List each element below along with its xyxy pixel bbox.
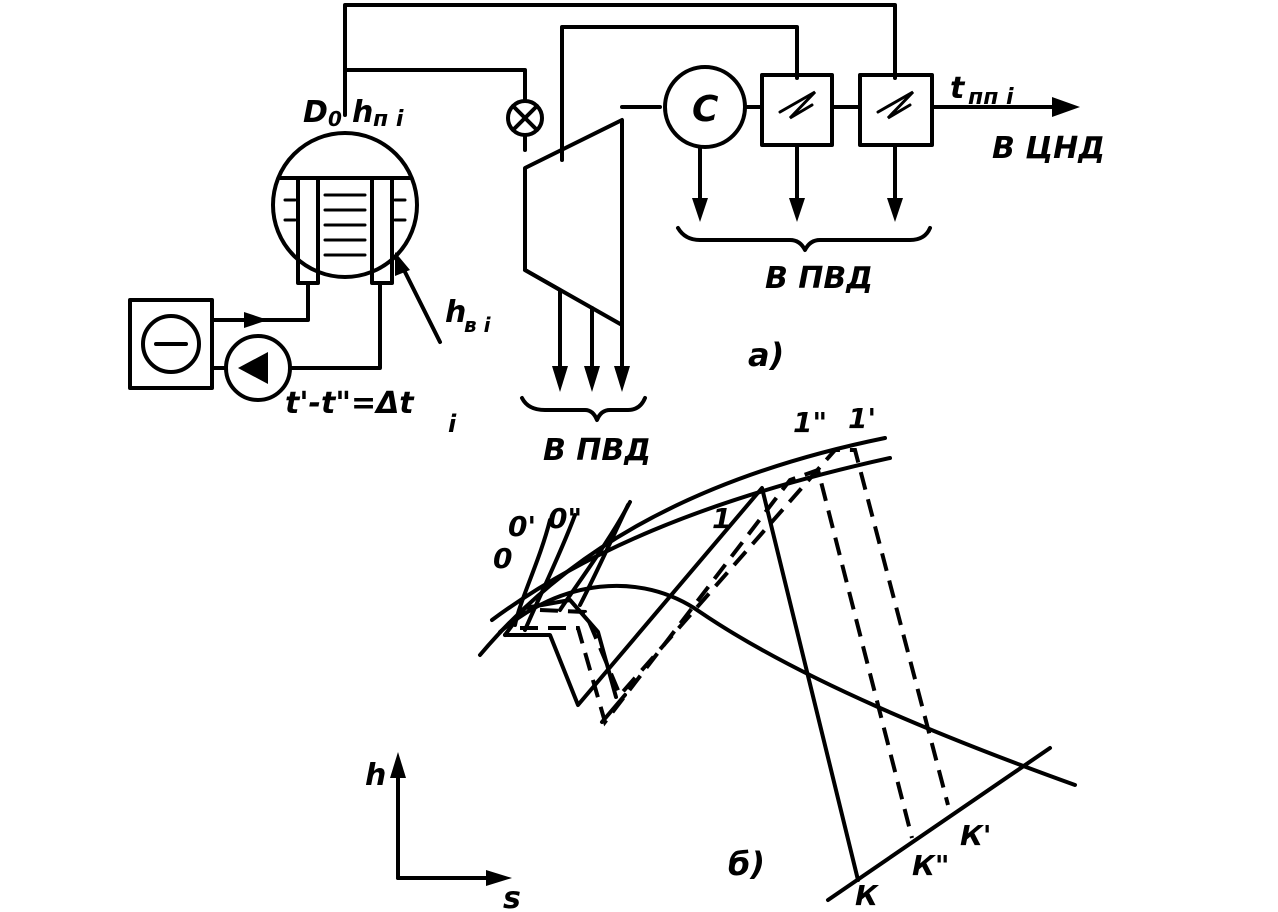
drum-flow-sub: 0 (328, 107, 342, 131)
steam-main-line (343, 3, 897, 117)
hp-turbine-icon (523, 118, 624, 327)
to-hph-label-left: В ПВД (543, 433, 651, 468)
temp-diff-sub: i (448, 410, 457, 438)
process-solid (503, 486, 860, 882)
point-1-dprime: 1" (793, 406, 827, 439)
axis-s-label: s (503, 881, 521, 912)
temp-diff-label: t'-t"=Δt (285, 386, 415, 421)
separator-label: С (692, 89, 719, 130)
reheat-temp-label: t (950, 71, 966, 106)
water-hatch (283, 193, 407, 257)
steam-enthalpy-label: h (352, 95, 373, 130)
heat-source-box-icon (128, 298, 214, 390)
water-enthalpy-sub: в i (464, 313, 492, 337)
reheat-temp-sub: пп i (968, 85, 1014, 110)
to-lpc-label: В ЦНД (992, 131, 1105, 166)
condenser-isobar (826, 746, 1052, 902)
reheat-steam-line (560, 25, 799, 162)
hs-caption: б) (728, 845, 765, 883)
point-0-dprime: 0" (548, 502, 582, 535)
isobar-lower (490, 456, 892, 622)
hph-brace-left (520, 396, 647, 422)
thermal-scheme: С (128, 3, 1105, 468)
drum-flow-label: D (303, 95, 328, 130)
hph-brace-right (676, 226, 932, 252)
point-0-prime: 0' (508, 510, 536, 543)
process-dashed-2 (539, 448, 950, 806)
steam-generator-drum-icon (271, 131, 419, 279)
scheme-caption: а) (748, 336, 784, 374)
point-0: 0 (493, 542, 512, 575)
water-enthalpy-label: h (445, 295, 466, 330)
process-dashed-1 (520, 467, 914, 839)
point-K-prime: К' (960, 819, 991, 852)
steam-branch-line (343, 68, 527, 102)
point-K: К (855, 879, 880, 912)
steam-enthalpy-sub: п i (373, 107, 404, 132)
point-1-prime: 1' (848, 402, 876, 435)
point-1: 1 (712, 502, 731, 535)
hs-diagram: 0 0' 0" 1 1" 1' К К" К' h s б) (365, 402, 1077, 912)
to-lpc-arrow-icon (1052, 97, 1080, 117)
point-K-dprime: К" (912, 849, 949, 882)
axis-h-label: h (365, 758, 386, 793)
to-hph-label-right: В ПВД (765, 261, 873, 296)
